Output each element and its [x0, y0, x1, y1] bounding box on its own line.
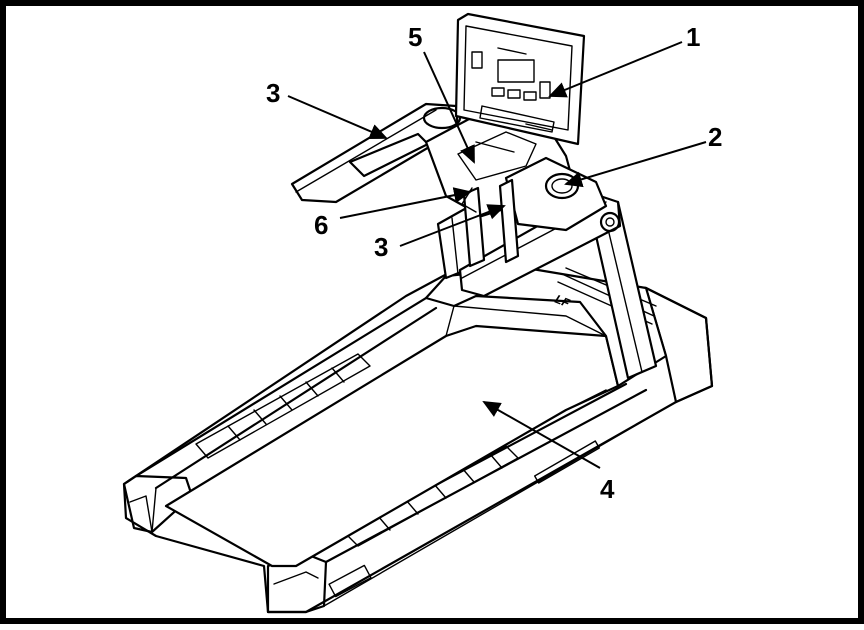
leader-3a — [288, 96, 386, 138]
leader-6 — [340, 192, 470, 218]
leader-2 — [566, 142, 706, 184]
callout-2: 2 — [708, 122, 722, 152]
callout-3-upper: 3 — [266, 78, 280, 108]
callout-1: 1 — [686, 22, 700, 52]
callout-4: 4 — [600, 474, 615, 504]
treadmill-drawing: LF — [6, 6, 864, 630]
callout-5: 5 — [408, 22, 422, 52]
callout-6: 6 — [314, 210, 328, 240]
callout-3-lower: 3 — [374, 232, 388, 262]
